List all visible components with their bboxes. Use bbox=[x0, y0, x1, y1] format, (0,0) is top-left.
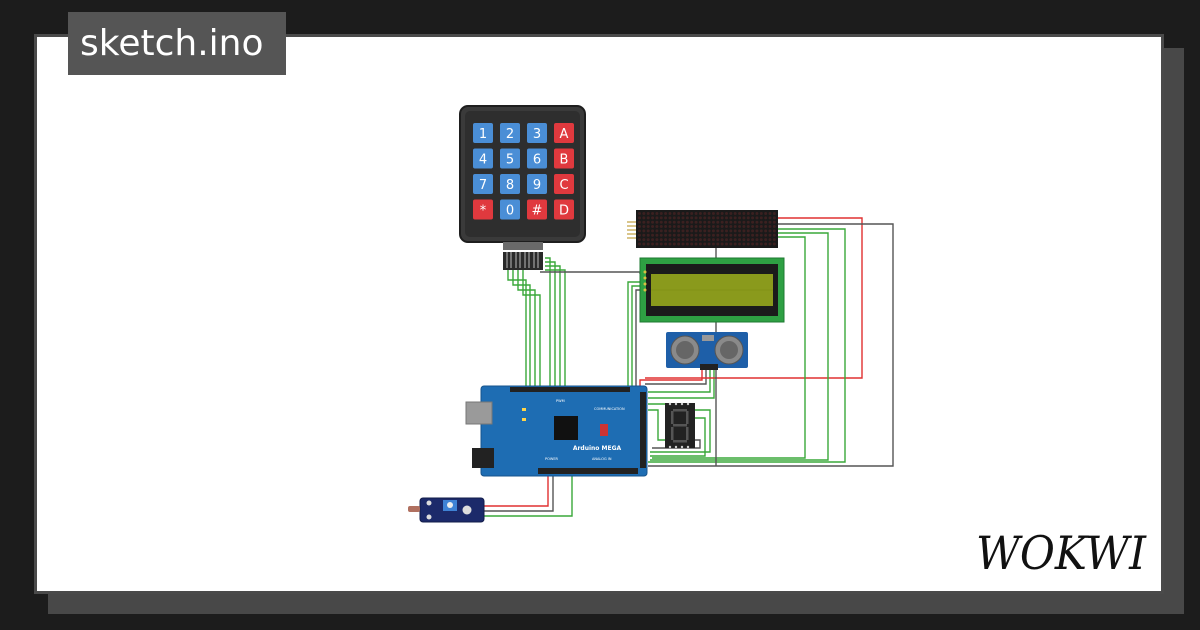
preview-canvas bbox=[34, 34, 1164, 594]
led-matrix bbox=[627, 210, 778, 248]
svg-text:*: * bbox=[480, 204, 487, 219]
lcd-display bbox=[639, 257, 785, 323]
svg-text:3: 3 bbox=[533, 127, 541, 142]
svg-text:8: 8 bbox=[506, 178, 514, 193]
svg-text:C: C bbox=[559, 178, 568, 193]
keypad-key-B: B bbox=[554, 148, 574, 169]
svg-text:0: 0 bbox=[506, 204, 514, 219]
svg-text:7: 7 bbox=[479, 178, 487, 193]
keypad-key-1: 1 bbox=[473, 123, 493, 143]
ultrasonic-wires bbox=[639, 368, 715, 399]
keypad-key-3: 3 bbox=[527, 123, 547, 143]
svg-text:A: A bbox=[560, 127, 569, 142]
board-title: Arduino MEGA bbox=[573, 445, 622, 452]
svg-text:9: 9 bbox=[533, 178, 541, 193]
arduino-mega: Arduino MEGA PWM COMMUNICATION POWER ANA… bbox=[465, 385, 648, 477]
keypad-key-6: 6 bbox=[527, 148, 547, 169]
keypad-key-7: 7 bbox=[473, 174, 493, 194]
file-name-tag: sketch.ino bbox=[68, 12, 286, 75]
label-pwm: PWM bbox=[556, 399, 565, 403]
keypad-wires bbox=[507, 257, 566, 388]
light-sensor-module bbox=[408, 497, 485, 523]
svg-text:1: 1 bbox=[479, 127, 487, 142]
svg-text:5: 5 bbox=[506, 153, 514, 168]
membrane-keypad: 1 2 3 A 4 5 6 B 7 8 9 C * 0 # D bbox=[459, 105, 586, 270]
wokwi-logo: WOKWI bbox=[976, 526, 1147, 580]
svg-text:4: 4 bbox=[479, 153, 487, 168]
label-power: POWER bbox=[545, 457, 559, 461]
keypad-key-C: C bbox=[554, 174, 574, 194]
sensor-wires bbox=[484, 472, 573, 517]
keypad-key-5: 5 bbox=[500, 148, 520, 169]
keypad-key-0: 0 bbox=[500, 199, 520, 220]
keypad-key-D: D bbox=[554, 199, 574, 220]
seven-segment-display bbox=[665, 402, 695, 449]
keypad-key-#: # bbox=[527, 199, 547, 220]
label-communication: COMMUNICATION bbox=[594, 407, 625, 411]
ultrasonic-sensor bbox=[666, 332, 748, 370]
keypad-key-8: 8 bbox=[500, 174, 520, 194]
svg-text:#: # bbox=[532, 204, 543, 219]
keypad-key-4: 4 bbox=[473, 148, 493, 169]
label-analog-in: ANALOG IN bbox=[592, 457, 612, 461]
svg-text:B: B bbox=[560, 153, 569, 168]
svg-text:2: 2 bbox=[506, 127, 514, 142]
svg-text:D: D bbox=[559, 204, 569, 219]
svg-text:6: 6 bbox=[533, 153, 541, 168]
svg-text:WOKWI: WOKWI bbox=[976, 526, 1147, 580]
keypad-key-A: A bbox=[554, 123, 574, 143]
segment-wires bbox=[648, 403, 711, 457]
keypad-key-2: 2 bbox=[500, 123, 520, 143]
keypad-key-9: 9 bbox=[527, 174, 547, 194]
keypad-key-*: * bbox=[473, 199, 493, 220]
